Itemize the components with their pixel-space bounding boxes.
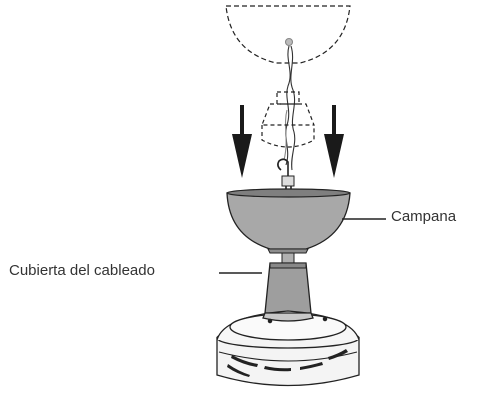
downrod — [281, 252, 295, 264]
wiring-cover-label: Cubierta del cableado — [9, 262, 155, 279]
down-arrow-icon — [324, 105, 344, 178]
ceiling-dome-outline — [225, 5, 351, 64]
canopy-bowl — [226, 188, 351, 254]
motor-housing — [216, 310, 360, 387]
wiring-cover — [264, 262, 312, 314]
vent-slots — [227, 349, 348, 377]
down-arrow-icon — [232, 105, 252, 178]
mounting-bracket-outline — [261, 91, 315, 148]
canopy-label: Campana — [391, 208, 457, 225]
